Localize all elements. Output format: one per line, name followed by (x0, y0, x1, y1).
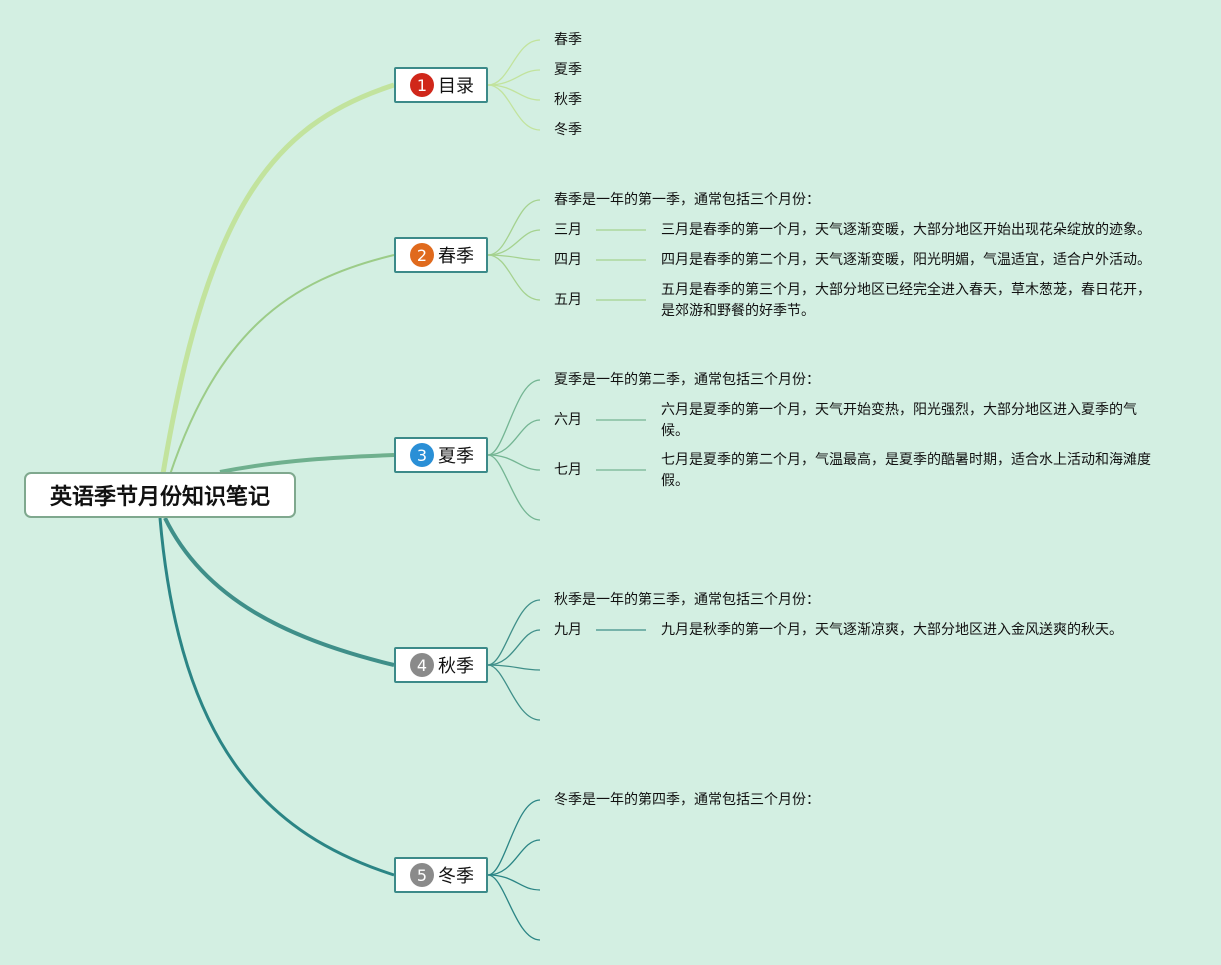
branch-label: 秋季 (438, 656, 474, 677)
branch-label: 夏季 (438, 446, 474, 467)
number-badge-icon: 4 (410, 653, 434, 677)
month-description[interactable]: 六月是夏季的第一个月，天气开始变热，阳光强烈，大部分地区进入夏季的气候。 (661, 402, 1137, 439)
month-description[interactable]: 九月是秋季的第一个月，天气逐渐凉爽，大部分地区进入金风送爽的秋天。 (661, 622, 1123, 638)
root-topic[interactable]: 英语季节月份知识笔记 (24, 472, 296, 518)
branch-summer[interactable]: 3 夏季 (394, 437, 488, 473)
number-badge-icon: 1 (410, 73, 434, 97)
autumn-intro[interactable]: 秋季是一年的第三季，通常包括三个月份： (554, 592, 820, 608)
branch-winter[interactable]: 5 冬季 (394, 857, 488, 893)
winter-intro[interactable]: 冬季是一年的第四季，通常包括三个月份： (554, 792, 820, 808)
branch-spring[interactable]: 2 春季 (394, 237, 488, 273)
branch-label: 冬季 (438, 866, 474, 887)
month-label[interactable]: 五月 (554, 292, 582, 308)
month-description[interactable]: 七月是夏季的第二个月，气温最高，是夏季的酷暑时期，适合水上活动和海滩度假。 (661, 452, 1151, 489)
toc-item-spring[interactable]: 春季 (554, 32, 582, 48)
number-badge-icon: 3 (410, 443, 434, 467)
month-label[interactable]: 九月 (554, 622, 582, 638)
connector-root-summer (219, 453, 395, 474)
connector-root-autumn (163, 517, 395, 667)
summer-intro[interactable]: 夏季是一年的第二季，通常包括三个月份： (554, 372, 820, 388)
toc-item-autumn[interactable]: 秋季 (554, 92, 582, 108)
connector-root-toc (157, 82, 395, 493)
branch-label: 春季 (438, 246, 474, 267)
month-label[interactable]: 三月 (554, 222, 582, 238)
number-badge-icon: 5 (410, 863, 434, 887)
month-description[interactable]: 三月是春季的第一个月，天气逐渐变暖，大部分地区开始出现花朵绽放的迹象。 (661, 222, 1151, 238)
branch-label: 目录 (438, 76, 474, 97)
month-label[interactable]: 四月 (554, 252, 582, 268)
connector-root-spring (164, 254, 395, 491)
branch-toc[interactable]: 1 目录 (394, 67, 488, 103)
number-badge-icon: 2 (410, 243, 434, 267)
month-description[interactable]: 四月是春季的第二个月，天气逐渐变暖，阳光明媚，气温适宜，适合户外活动。 (661, 252, 1151, 268)
month-label[interactable]: 六月 (554, 412, 582, 428)
spring-intro[interactable]: 春季是一年的第一季，通常包括三个月份： (554, 192, 820, 208)
toc-item-summer[interactable]: 夏季 (554, 62, 582, 78)
toc-item-winter[interactable]: 冬季 (554, 122, 582, 138)
root-title: 英语季节月份知识笔记 (49, 485, 270, 510)
branch-autumn[interactable]: 4 秋季 (394, 647, 488, 683)
month-label[interactable]: 七月 (554, 462, 582, 478)
connector-root-winter (158, 517, 395, 877)
month-description[interactable]: 五月是春季的第三个月，大部分地区已经完全进入春天，草木葱茏，春日花开，是郊游和野… (661, 282, 1151, 319)
